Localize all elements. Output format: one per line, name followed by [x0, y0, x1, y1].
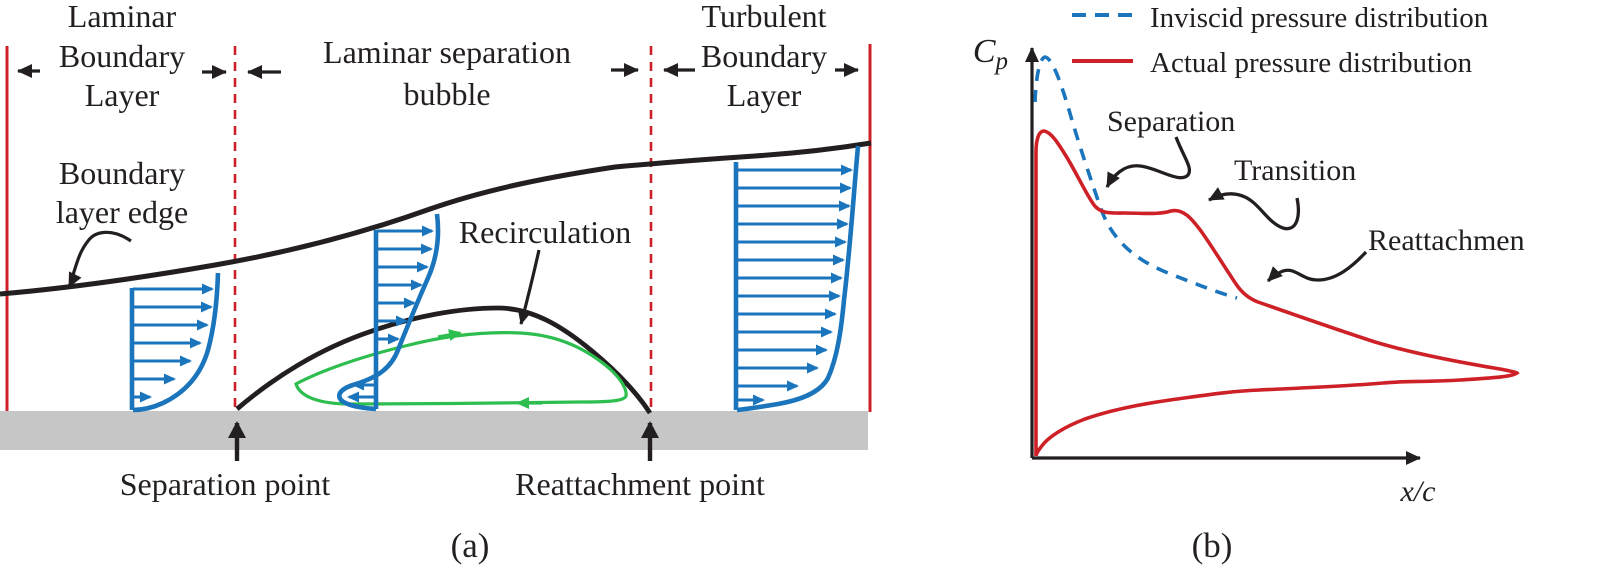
- caption-b: (b): [1192, 526, 1233, 565]
- recirculation-pointer-arrow: [517, 249, 541, 325]
- label-turbulent-bl-line3: Layer: [727, 77, 802, 113]
- span-arrows: [17, 63, 859, 79]
- label-laminar-bl-line2: Boundary: [59, 38, 185, 74]
- label-bl-edge-line1: Boundary: [59, 155, 185, 191]
- bl-edge-pointer-arrow: [67, 230, 132, 288]
- inviscid-pressure-curve: [1033, 55, 1238, 300]
- label-turbulent-bl-line1: Turbulent: [701, 0, 826, 34]
- separated-shear-layer-curve: [235, 305, 653, 415]
- legend-label-inviscid: Inviscid pressure distribution: [1150, 2, 1489, 34]
- annotation-transition: Transition: [1234, 154, 1356, 187]
- label-recirculation: Recirculation: [459, 214, 631, 250]
- annotation-reattachment: Reattachmen: [1368, 224, 1525, 257]
- legend-label-actual: Actual pressure distribution: [1150, 47, 1473, 79]
- xc-axis-label: x/c: [1400, 475, 1436, 508]
- annotation-separation: Separation: [1107, 105, 1235, 138]
- reattachment-pointer-arrow: [1266, 250, 1368, 283]
- panel-a: Laminar Boundary Layer Laminar separatio…: [0, 0, 872, 565]
- boundary-layer-edge-curve: [0, 140, 872, 297]
- cp-axis-label: Cp: [973, 33, 1008, 75]
- label-reattachment-point: Reattachment point: [515, 466, 765, 502]
- surface-bar: [0, 411, 868, 450]
- velocity-profile-laminar: [129, 272, 221, 413]
- caption-a: (a): [451, 526, 490, 565]
- label-separation-point: Separation point: [120, 466, 331, 502]
- label-laminar-bl-line3: Layer: [85, 77, 160, 113]
- label-bubble-line2: bubble: [403, 76, 490, 112]
- panel-b: Inviscid pressure distribution Actual pr…: [973, 2, 1525, 565]
- recirculation-arrow-top: [437, 329, 462, 341]
- label-bubble-line1: Laminar separation: [323, 34, 571, 70]
- actual-pressure-curve: [1034, 129, 1520, 457]
- legend: Inviscid pressure distribution Actual pr…: [1072, 2, 1489, 79]
- separation-pointer-arrow: [1105, 136, 1192, 188]
- recirculation-loop: [294, 331, 628, 406]
- velocity-profile-turbulent: [733, 145, 861, 413]
- label-laminar-bl-line1: Laminar: [68, 0, 177, 34]
- label-bl-edge-line2: layer edge: [56, 194, 188, 230]
- label-turbulent-bl-line2: Boundary: [701, 38, 827, 74]
- velocity-profile-separated: [336, 213, 441, 412]
- transition-pointer-arrow: [1208, 187, 1300, 231]
